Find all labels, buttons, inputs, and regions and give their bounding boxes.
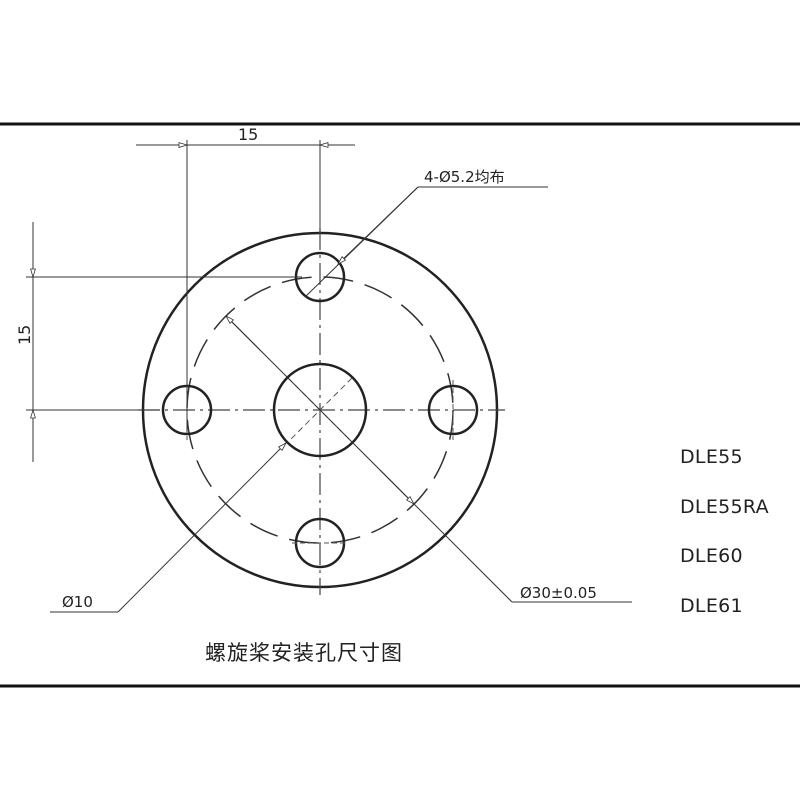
mount-hole-right (427, 384, 479, 436)
model-label-1: DLE55 (680, 446, 743, 468)
drawing-caption: 螺旋桨安装孔尺寸图 (205, 641, 403, 665)
model-label-3: DLE60 (680, 545, 743, 567)
horizontal-dimension-label: 15 (238, 125, 258, 144)
vertical-dimension-label: 15 (15, 325, 34, 345)
hole-callout-arrow (338, 186, 419, 264)
hole-callout-label: 4-Ø5.2均布 (424, 168, 505, 186)
bolt-circle-arrow-b (379, 469, 414, 504)
bolt-circle-arrow-a (226, 316, 261, 351)
model-label-4: DLE61 (680, 595, 743, 617)
bolt-circle-label: Ø30±0.05 (520, 584, 597, 602)
bolt-circle-leader (413, 503, 513, 603)
center-bore (272, 362, 368, 458)
center-bore-leader (117, 443, 286, 613)
model-label-2: DLE55RA (680, 496, 769, 518)
center-bore-label: Ø10 (62, 593, 93, 611)
